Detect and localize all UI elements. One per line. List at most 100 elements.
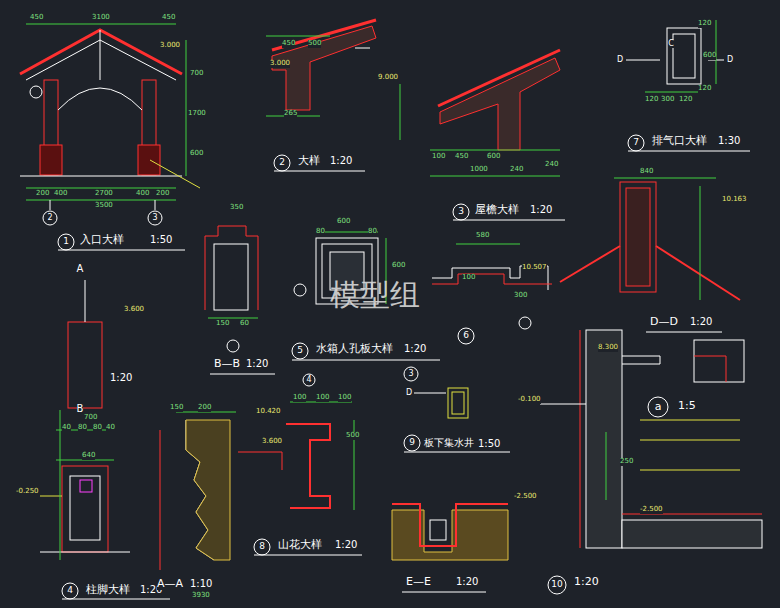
axis-number: 4 xyxy=(306,376,311,385)
dimension-text: 600 xyxy=(337,218,350,226)
section-mark: A xyxy=(77,263,84,274)
section-mark: 3 xyxy=(408,370,413,379)
dimension-text: 200 xyxy=(198,404,211,412)
elevation-text: 3.600 xyxy=(124,306,144,314)
scale-text: 1:20 xyxy=(335,539,357,550)
dimension-text: 600 xyxy=(392,262,405,270)
callout-number: a xyxy=(655,401,662,413)
section-title: E—E xyxy=(406,576,431,588)
dimension-text: 240 xyxy=(545,161,558,169)
section-title: D—D xyxy=(650,316,678,328)
watermark: 模型组 xyxy=(330,278,420,311)
elevation-text: 10.163 xyxy=(722,196,747,204)
axis-number: 2 xyxy=(47,214,52,223)
scale-text: 1:20 xyxy=(330,155,352,166)
elevation-text: 3.000 xyxy=(160,42,180,50)
callout-number: 7 xyxy=(633,138,639,148)
section-mark: B xyxy=(77,403,84,414)
elevation-text: -2.500 xyxy=(640,506,663,514)
dimension-text: 300 xyxy=(661,96,674,104)
elevation-text: 10.507 xyxy=(522,264,547,272)
dimension-text: 450 xyxy=(162,14,175,22)
scale-text: 1:30 xyxy=(718,135,740,146)
entrance-elevation xyxy=(20,24,200,225)
scale-text: 1:20 xyxy=(530,204,552,215)
elevation-text: -0.100 xyxy=(518,396,541,404)
dimension-text: 450 xyxy=(455,153,468,161)
section-mark: D xyxy=(406,389,412,398)
section-mark: D xyxy=(617,56,623,65)
scale-text: 1:20 xyxy=(574,576,599,588)
dimension-text: 500 xyxy=(308,40,321,48)
dimension-text: 3930 xyxy=(192,592,210,600)
elevation-text: -0.250 xyxy=(16,488,39,496)
detail-title: 屋檐大样 xyxy=(475,204,519,216)
dimension-text: 400 xyxy=(136,190,149,198)
section-mark: C xyxy=(668,40,674,49)
title-underlines xyxy=(58,151,750,599)
callout-number: 6 xyxy=(463,331,469,341)
column-foot xyxy=(40,280,130,560)
callout-number: 9 xyxy=(409,438,415,448)
dimension-text: 40 xyxy=(106,424,115,432)
section-d xyxy=(560,178,740,300)
scale-text: 1:20 xyxy=(690,316,712,327)
scale-text: 1:20 xyxy=(246,358,268,369)
dimension-text: 100 xyxy=(316,394,329,402)
axis-number: 3 xyxy=(152,214,157,223)
callout-number: 3 xyxy=(458,207,464,217)
dimension-text: 700 xyxy=(84,414,97,422)
dimension-text: 3500 xyxy=(95,202,113,210)
dimension-text: 300 xyxy=(514,292,527,300)
section-mark: D xyxy=(727,56,733,65)
dimension-text: 100 xyxy=(462,274,475,282)
vent-detail xyxy=(626,20,724,92)
elevation-text: 8.300 xyxy=(598,344,618,352)
scale-text: 1:20 xyxy=(456,576,478,587)
detail-title: 大样 xyxy=(298,155,320,167)
dimension-text: 100 xyxy=(432,153,445,161)
dimension-text: 640 xyxy=(82,452,95,460)
dimension-text: 3100 xyxy=(92,14,110,22)
dimension-text: 150 xyxy=(170,404,183,412)
dimension-text: 600 xyxy=(487,153,500,161)
scale-text: 1:20 xyxy=(110,372,132,383)
sump-plan xyxy=(404,367,468,418)
scale-text: 1:50 xyxy=(478,438,500,449)
dimension-text: 120 xyxy=(645,96,658,104)
callout-number: 1 xyxy=(63,237,69,247)
dimension-text: 200 xyxy=(36,190,49,198)
dimension-text: 80 xyxy=(78,424,87,432)
elevation-text: 3.600 xyxy=(262,438,282,446)
dimension-text: 840 xyxy=(640,168,653,176)
elevation-text: -2.500 xyxy=(514,493,537,501)
dimension-text: 100 xyxy=(338,394,351,402)
dimension-text: 600 xyxy=(703,52,716,60)
scale-text: 1:50 xyxy=(150,234,172,245)
detail-title: 入口大样 xyxy=(80,234,124,246)
eave-detail xyxy=(266,20,376,116)
callout-number: 2 xyxy=(279,158,285,168)
callout-number: 5 xyxy=(297,346,303,356)
elevation-text: 9.000 xyxy=(378,74,398,82)
section-e xyxy=(392,504,508,560)
dimension-text: 120 xyxy=(698,85,711,93)
dimension-text: 500 xyxy=(346,432,359,440)
dimension-text: 580 xyxy=(476,232,489,240)
scale-text: 1:10 xyxy=(190,578,212,589)
section-b xyxy=(205,226,258,352)
scale-text: 1:20 xyxy=(404,343,426,354)
section-a xyxy=(160,412,236,570)
dimension-text: 60 xyxy=(240,320,249,328)
wall-waterproofing xyxy=(540,330,762,548)
dimension-text: 350 xyxy=(230,204,243,212)
detail-a xyxy=(694,340,744,382)
dimension-text: 100 xyxy=(293,394,306,402)
scale-text: 1:5 xyxy=(678,400,696,412)
dimension-text: 80 xyxy=(368,228,377,236)
dimension-text: 1700 xyxy=(188,110,206,118)
dimension-text: 200 xyxy=(156,190,169,198)
dimension-text: 600 xyxy=(190,150,203,158)
section-title: A—A xyxy=(157,578,183,590)
dimension-text: 450 xyxy=(30,14,43,22)
